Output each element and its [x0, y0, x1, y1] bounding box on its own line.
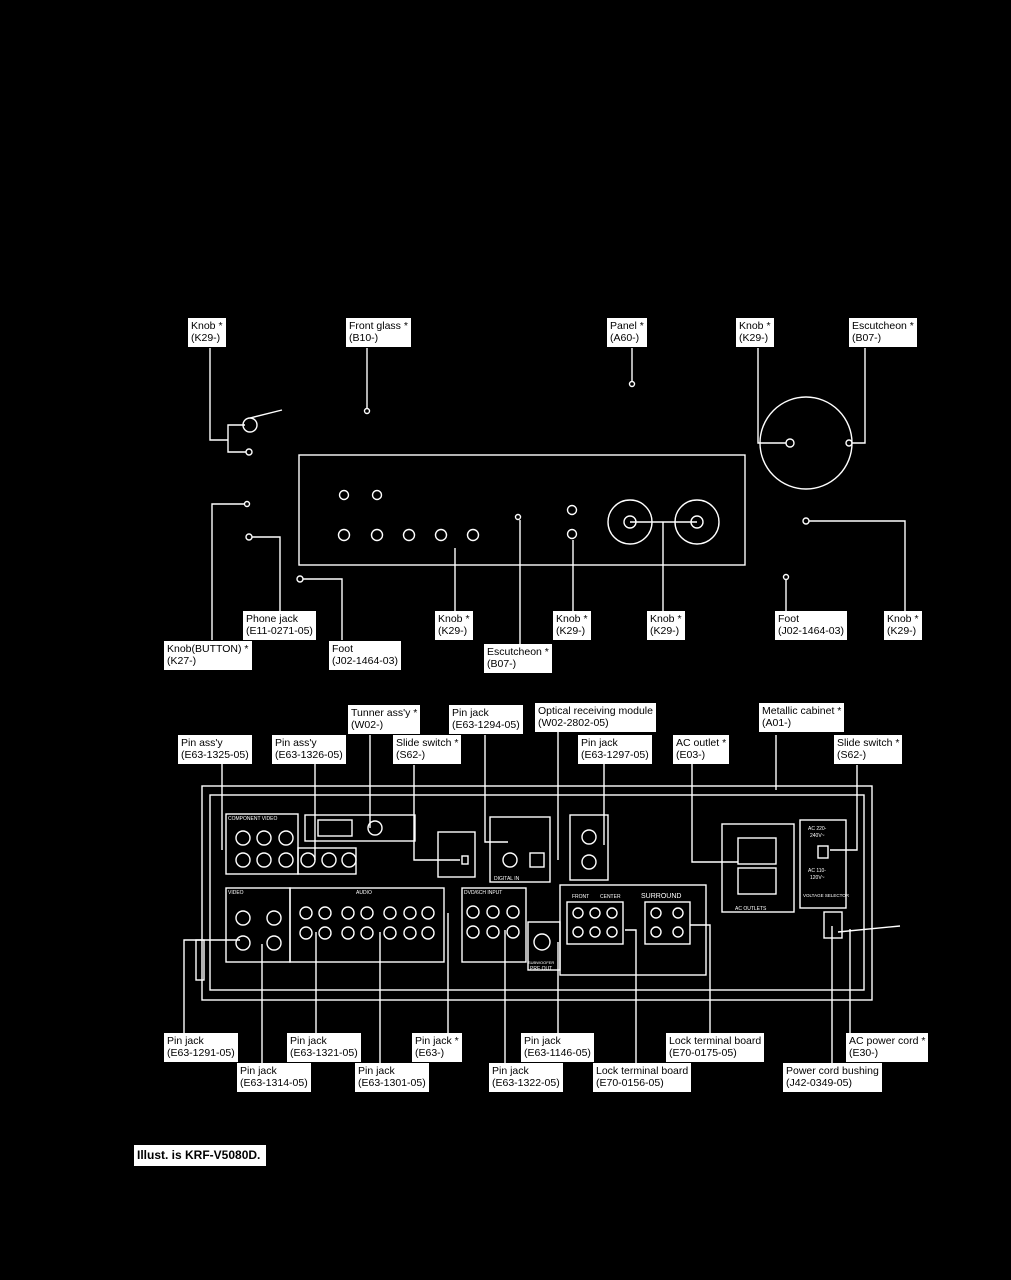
label-escutcheon-2: Escutcheon *(B07-): [484, 644, 552, 673]
audio-block: [289, 887, 445, 963]
label-lock-terminal-2: Lock terminal board(E70-0175-05): [666, 1033, 765, 1062]
rear-chassis: [201, 785, 873, 1001]
front-knob: [566, 504, 578, 516]
front-knob: [402, 528, 416, 542]
voltage-selector-text: VOLTAGE SELECTOR: [803, 893, 850, 898]
label-pin-jack-bottom-5: Pin jack *(E63-): [412, 1033, 462, 1062]
label-slide-switch-1: Slide switch *(S62-): [393, 735, 462, 764]
ac-110-text: AC 110-: [808, 868, 826, 874]
label-pin-jack-bottom-7: Pin jack(E63-1322-05): [489, 1063, 563, 1092]
label-foot-2: Foot(J02-1464-03): [775, 611, 847, 640]
label-ac-outlet: AC outlet *(E03-): [673, 735, 730, 764]
ac-outlets-text: AC OUTLETS: [735, 906, 767, 912]
component-video-block: [225, 813, 299, 875]
label-pin-assy-2: Pin ass'y(E63-1326-05): [272, 735, 346, 764]
label-optical-module: Optical receiving module(W02-2802-05): [535, 703, 656, 732]
pre-out-text: PRE OUT: [530, 966, 552, 972]
label-metallic-cabinet: Metallic cabinet *(A01-): [759, 703, 845, 732]
front-panel: [298, 454, 746, 566]
front-text: FRONT: [572, 894, 589, 900]
center-text: CENTER: [600, 894, 621, 900]
label-front-knob-5: Knob *(K29-): [647, 611, 685, 640]
label-pin-jack-top-1: Pin jack(E63-1294-05): [449, 705, 523, 734]
video-text: VIDEO: [228, 890, 244, 896]
label-pin-jack-bottom-4: Pin jack(E63-1301-05): [355, 1063, 429, 1092]
label-power-cord-bushing: Power cord bushing(J42-0349-05): [783, 1063, 882, 1092]
label-lock-terminal-1: Lock terminal board(E70-0156-05): [593, 1063, 692, 1092]
ac-outlet-block: [721, 823, 795, 913]
label-tuner-assy: Tunner ass'y *(W02-): [348, 705, 421, 734]
front-knob: [466, 528, 480, 542]
digital-in-block: [489, 816, 551, 883]
v120-text: 120V~: [810, 875, 825, 881]
label-pin-assy-1: Pin ass'y(E63-1325-05): [178, 735, 252, 764]
front-knob: [337, 528, 351, 542]
label-front-glass: Front glass *(B10-): [346, 318, 411, 347]
dvd-input-block: [461, 887, 527, 963]
label-escutcheon-1: Escutcheon *(B07-): [849, 318, 917, 347]
label-pin-jack-bottom-2: Pin jack(E63-1314-05): [237, 1063, 311, 1092]
surround-text: SURROUND: [641, 893, 681, 900]
label-knob-button: Knob(BUTTON) *(K27-): [164, 641, 252, 670]
label-front-knob-6: Knob *(K29-): [884, 611, 922, 640]
voltage-selector-block: [799, 819, 847, 909]
illustration-note: Illust. is KRF-V5080D.: [134, 1145, 267, 1166]
label-front-knob-3: Knob *(K29-): [435, 611, 473, 640]
label-pin-jack-top-2: Pin jack(E63-1297-05): [578, 735, 652, 764]
label-foot-1: Foot(J02-1464-03): [329, 641, 401, 670]
label-pin-jack-bottom-1: Pin jack(E63-1291-05): [164, 1033, 238, 1062]
audio-text: AUDIO: [356, 890, 372, 896]
front-knob: [370, 528, 384, 542]
label-front-knob-4: Knob *(K29-): [553, 611, 591, 640]
label-ac-power-cord: AC power cord *(E30-): [846, 1033, 929, 1062]
front-knob: [371, 489, 383, 501]
digital-in-text: DIGITAL IN: [494, 876, 520, 882]
front-knob: [338, 489, 350, 501]
label-front-knob-1: Knob *(K29-): [188, 318, 226, 347]
front-knob: [434, 528, 448, 542]
subwoofer-text: SUBWOOFER: [528, 960, 554, 965]
video-block: [225, 887, 291, 963]
dvd-input-text: DVD/6CH INPUT: [464, 890, 502, 896]
label-slide-switch-2: Slide switch *(S62-): [834, 735, 903, 764]
front-knob: [566, 528, 578, 540]
label-front-knob-2: Knob *(K29-): [736, 318, 774, 347]
ac-220-text: AC 220-: [808, 826, 827, 832]
label-pin-jack-bottom-6: Pin jack(E63-1146-05): [521, 1033, 594, 1062]
tuner-block: [304, 814, 416, 842]
speaker-terminal-block: [559, 884, 707, 976]
v240-text: 240V~: [810, 833, 825, 839]
label-pin-jack-bottom-3: Pin jack(E63-1321-05): [287, 1033, 361, 1062]
label-phone-jack: Phone jack(E11-0271-05): [243, 611, 316, 640]
component-video-text: COMPONENT VIDEO: [228, 816, 277, 822]
label-panel: Panel *(A60-): [607, 318, 647, 347]
